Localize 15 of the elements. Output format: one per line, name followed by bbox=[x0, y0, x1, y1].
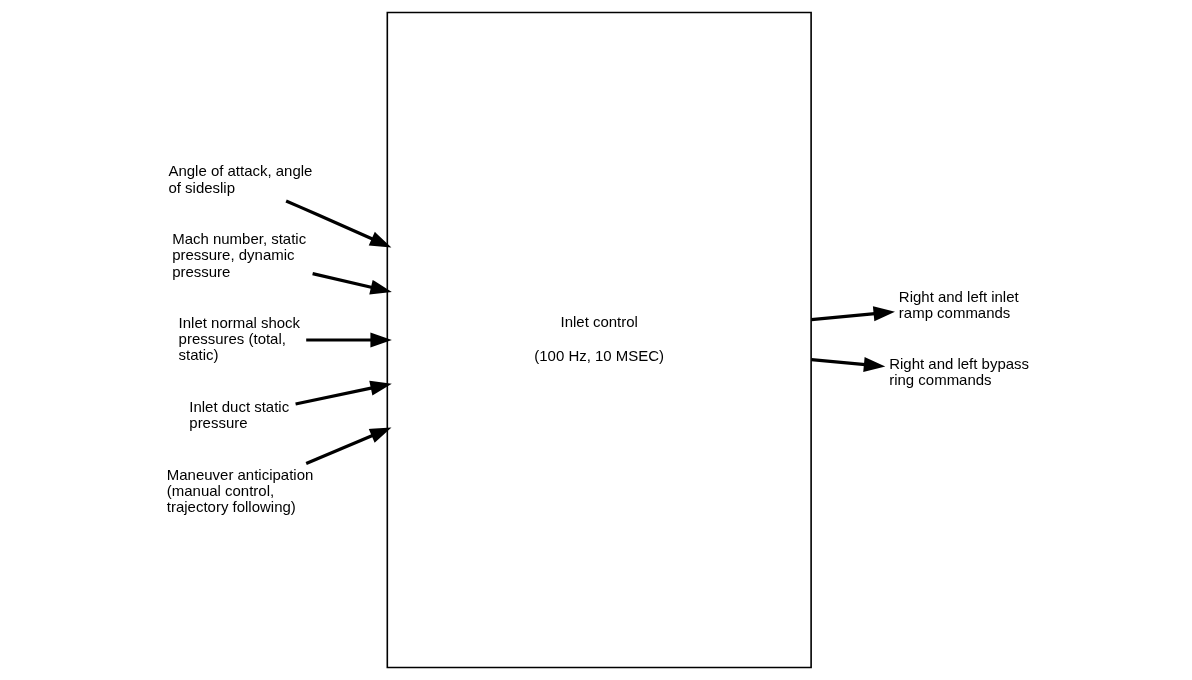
node-text: Maneuver anticipation (manual control, trajectory following) bbox=[166, 465, 314, 515]
arrow bbox=[305, 427, 392, 466]
node-text: Right and left bypass ring commands bbox=[889, 355, 1030, 389]
node-text: Inlet normal shock pressures (total, static) bbox=[178, 313, 301, 364]
node-text: Angle of attack, angle of sideslip bbox=[168, 162, 313, 196]
arrow bbox=[312, 272, 392, 295]
arrow bbox=[811, 357, 886, 373]
arrow bbox=[295, 380, 392, 406]
node-text: Inlet duct static pressure bbox=[189, 397, 290, 431]
arrow bbox=[285, 199, 392, 248]
arrow bbox=[306, 332, 392, 348]
arrow bbox=[811, 306, 895, 322]
node-text: Mach number, static pressure, dynamic pressure bbox=[172, 230, 307, 280]
node-text: Right and left inlet ramp commands bbox=[898, 287, 1019, 321]
node-box: Inlet control (100 Hz, 10 MSEC) bbox=[386, 11, 812, 669]
